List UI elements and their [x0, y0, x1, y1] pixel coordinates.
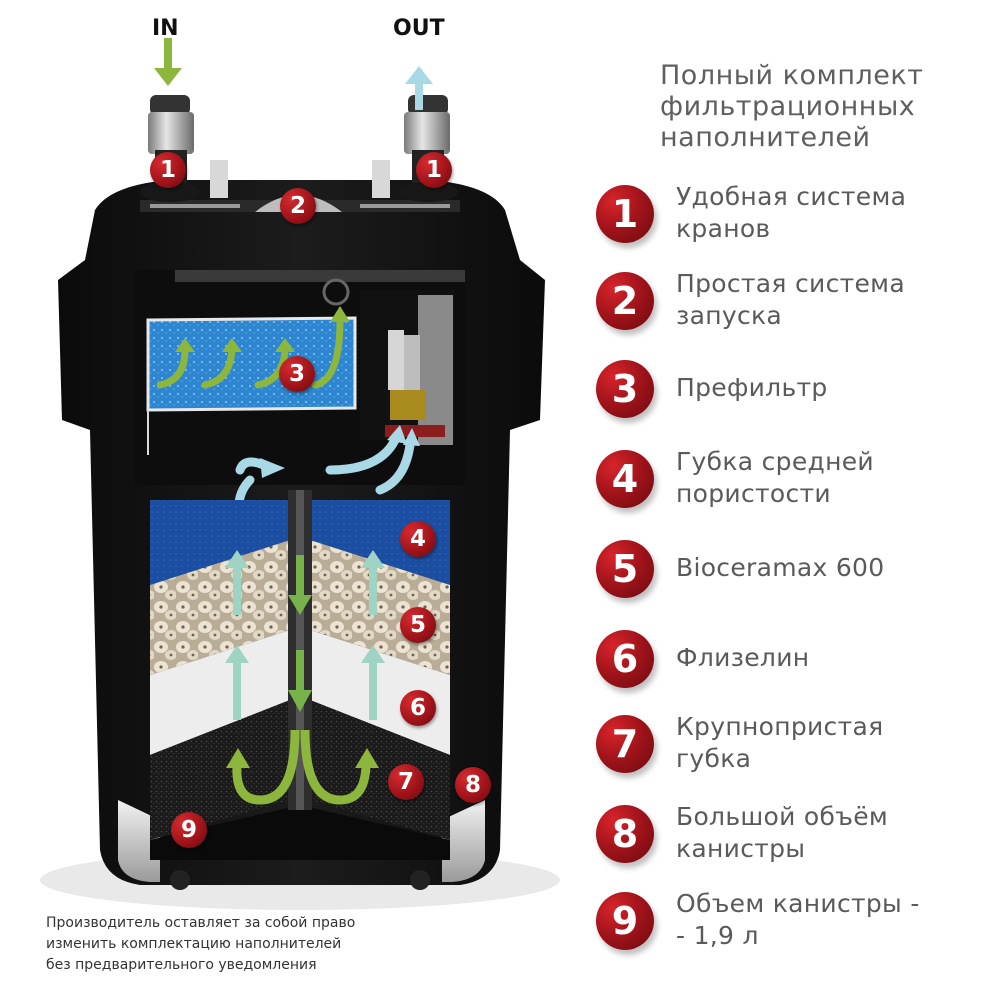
disclaimer-note: Производитель оставляет за собой право и… — [46, 913, 446, 976]
number-badge: 1 — [596, 185, 654, 243]
number-badge: 8 — [596, 805, 654, 863]
label-line: Большой объём — [676, 802, 889, 831]
legend-item-3: 3 Префильтр — [596, 360, 996, 430]
legend-item-label: Префильтр — [676, 373, 828, 402]
marker-3: 3 — [279, 356, 315, 392]
marker-6: 6 — [400, 690, 436, 726]
marker-2: 2 — [280, 188, 316, 224]
number-badge: 9 — [596, 892, 654, 950]
disclaimer-line: без предварительного уведомления — [46, 957, 317, 973]
legend-item-label: Объем канистры - - 1,9 л — [676, 888, 996, 952]
inlet-label: IN — [152, 16, 179, 41]
title-line-2: фильтрационных — [660, 91, 916, 122]
number-badge: 6 — [596, 630, 654, 688]
label-line: - 1,9 л — [676, 921, 759, 950]
legend-item-label: Bioceramax 600 — [676, 553, 885, 582]
label-line: пористости — [676, 479, 831, 508]
legend-item-4: 4 Губка средней пористости — [596, 447, 996, 520]
marker-9: 9 — [171, 812, 207, 848]
legend-item-1: 1 Удобная система кранов — [596, 182, 996, 255]
legend-item-label: Крупнопристая губка — [676, 711, 996, 775]
marker-1-inlet: 1 — [150, 152, 186, 188]
marker-7: 7 — [388, 764, 424, 800]
number-badge: 3 — [596, 360, 654, 418]
legend-item-6: 6 Флизелин — [596, 630, 996, 700]
number-badge: 5 — [596, 540, 654, 598]
label-line: кранов — [676, 214, 771, 243]
title-line-1: Полный комплект — [660, 60, 924, 91]
legend-item-9: 9 Объем канистры - - 1,9 л — [596, 889, 996, 962]
legend-item-2: 2 Простая система запуска — [596, 269, 996, 342]
label-line: запуска — [676, 301, 783, 330]
legend-item-label: Большой объём канистры — [676, 801, 996, 865]
marker-5: 5 — [400, 607, 436, 643]
label-line: Крупнопристая — [676, 712, 884, 741]
legend-item-label: Флизелин — [676, 643, 810, 672]
legend-title: Полный комплект фильтрационных наполните… — [660, 60, 990, 153]
label-line: канистры — [676, 834, 806, 863]
outlet-label: OUT — [393, 16, 445, 41]
marker-4: 4 — [400, 521, 436, 557]
number-badge: 2 — [596, 272, 654, 330]
label-line: Простая система — [676, 269, 905, 298]
canister-illustration — [40, 38, 560, 910]
legend-item-7: 7 Крупнопристая губка — [596, 712, 996, 785]
title-line-3: наполнителей — [660, 122, 871, 153]
number-badge: 7 — [596, 715, 654, 773]
filter-cutaway-diagram: IN OUT 1 1 2 3 4 5 6 7 8 9 — [40, 16, 560, 910]
disclaimer-line: изменить комплектацию наполнителей — [46, 936, 342, 952]
legend-item-label: Удобная система кранов — [676, 181, 996, 245]
label-line: Удобная система — [676, 182, 907, 211]
marker-8: 8 — [455, 767, 491, 803]
legend-item-5: 5 Bioceramax 600 — [596, 540, 996, 610]
label-line: губка — [676, 744, 752, 773]
number-badge: 4 — [596, 450, 654, 508]
legend-item-label: Простая система запуска — [676, 268, 996, 332]
legend-item-label: Губка средней пористости — [676, 446, 996, 510]
label-line: Губка средней — [676, 447, 874, 476]
label-line: Объем канистры - — [676, 889, 920, 918]
marker-1-outlet: 1 — [416, 152, 452, 188]
legend-item-8: 8 Большой объём канистры — [596, 802, 996, 875]
disclaimer-line: Производитель оставляет за собой право — [46, 915, 356, 931]
